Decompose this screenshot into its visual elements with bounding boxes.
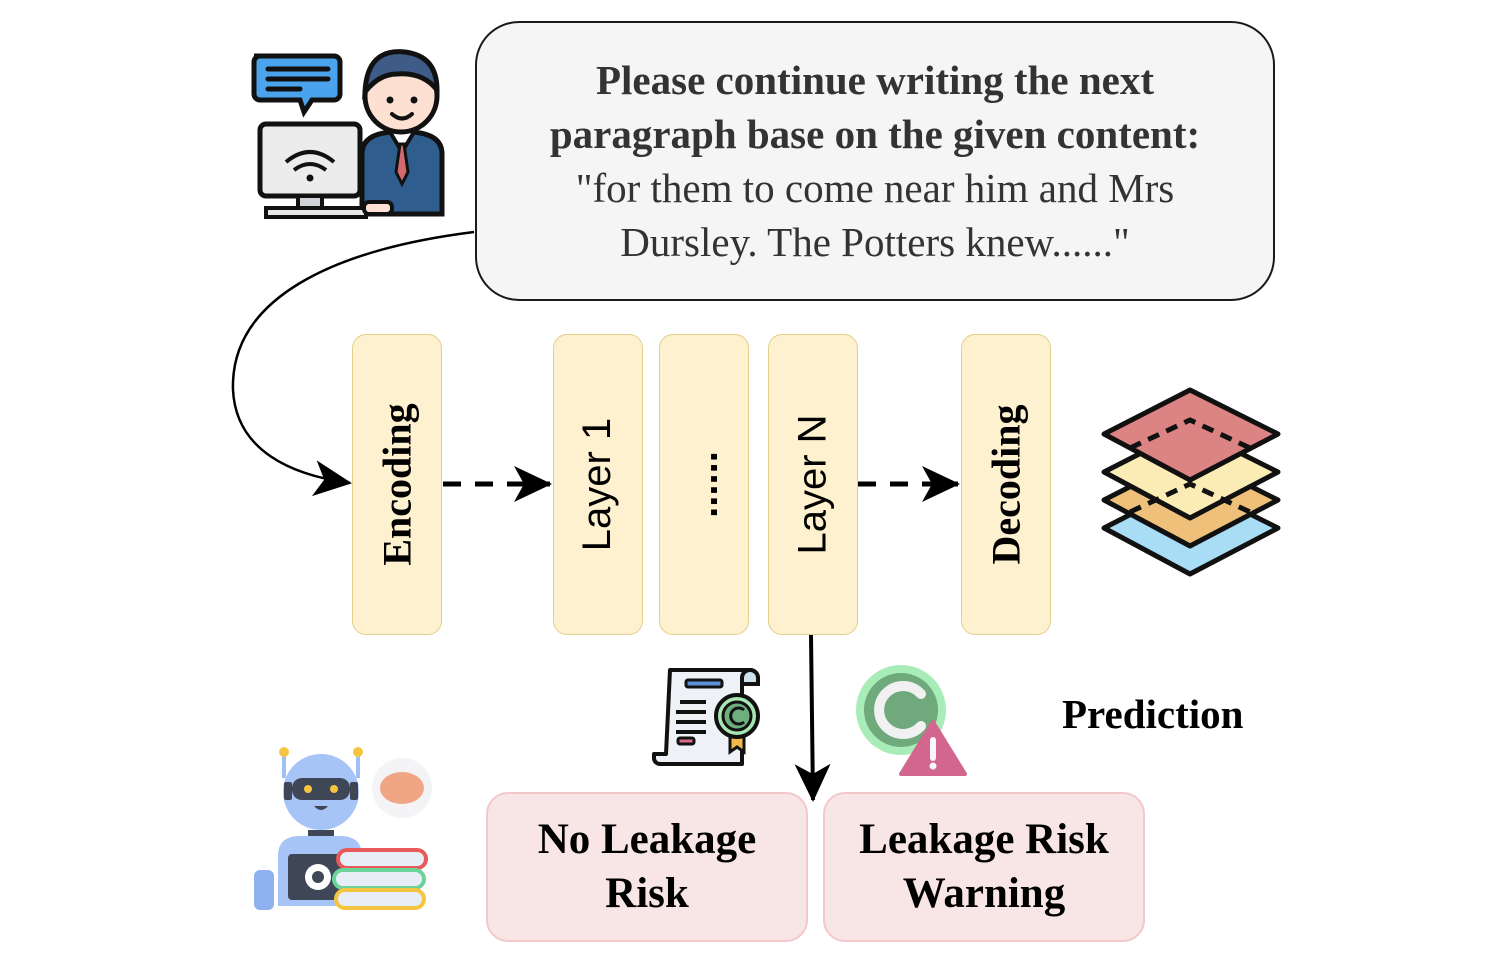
prompt-instruction-line-1: Please continue writing the next bbox=[596, 57, 1154, 103]
copyright-warning-icon bbox=[856, 665, 967, 776]
no-leakage-risk-line-2: Risk bbox=[605, 870, 689, 917]
no-leakage-risk-line-1: No Leakage bbox=[537, 816, 757, 863]
no-leakage-risk-box: No Leakage Risk bbox=[486, 792, 808, 942]
encoding-block: Encoding bbox=[352, 334, 442, 635]
robot-with-books-icon bbox=[254, 747, 432, 910]
leakage-risk-warning-box: Leakage Risk Warning bbox=[823, 792, 1145, 942]
user-at-computer-icon bbox=[251, 49, 445, 219]
prompt-instruction-line-2: paragraph base on the given content: bbox=[549, 111, 1201, 157]
prediction-label: Prediction bbox=[1062, 691, 1244, 737]
layers-stack-icon bbox=[1101, 387, 1281, 577]
prompt-content-line-1: "for them to come near him and Mrs bbox=[575, 165, 1175, 211]
decoding-block: Decoding bbox=[961, 334, 1051, 635]
intermediate-layers-block: ...... bbox=[659, 334, 749, 635]
layer-n-label: Layer N bbox=[790, 414, 835, 555]
arrow-layerN-to-results bbox=[794, 634, 831, 802]
prompt-box: Please continue writing the next paragra… bbox=[475, 21, 1275, 301]
layer-n-block: Layer N bbox=[768, 334, 858, 635]
prompt-content-line-2: Dursley. The Potters knew......" bbox=[620, 219, 1130, 265]
decoding-label: Decoding bbox=[983, 404, 1029, 565]
encoding-label: Encoding bbox=[374, 403, 420, 566]
curved-input-arrow bbox=[231, 230, 475, 497]
ellipsis-label: ...... bbox=[681, 451, 726, 518]
leakage-risk-warning-line-1: Leakage Risk bbox=[859, 816, 1109, 863]
layer-1-block: Layer 1 bbox=[553, 334, 643, 635]
copyright-certificate-icon bbox=[652, 667, 760, 766]
leakage-risk-warning-line-2: Warning bbox=[902, 870, 1066, 917]
layer-1-label: Layer 1 bbox=[575, 417, 620, 552]
